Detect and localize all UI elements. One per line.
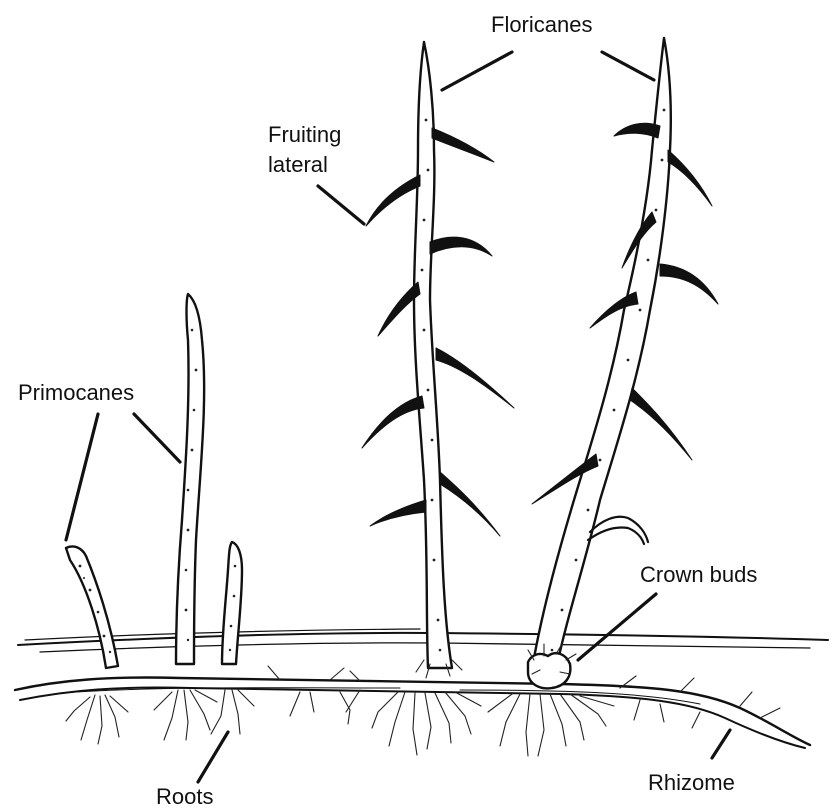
label-fruiting-lateral-line1: Fruiting <box>268 122 341 147</box>
root-system <box>66 666 780 756</box>
label-rhizome: Rhizome <box>648 770 735 795</box>
primocane-2 <box>176 294 204 664</box>
ground-surface <box>18 629 828 652</box>
primocane-3 <box>222 542 242 664</box>
leader-rhizome <box>712 730 730 758</box>
leader-roots <box>198 732 228 782</box>
leader-crown-buds <box>578 594 656 660</box>
rhizome <box>15 678 810 749</box>
leader-floricanes-left <box>442 52 512 90</box>
floricane-2 <box>528 38 718 688</box>
label-floricanes: Floricanes <box>491 12 592 37</box>
floricane-1 <box>362 42 514 678</box>
leader-fruiting-lateral <box>318 186 364 224</box>
label-primocanes: Primocanes <box>18 380 134 405</box>
leader-primocanes-left <box>66 414 98 540</box>
label-roots: Roots <box>156 784 213 808</box>
label-fruiting-lateral-line2: lateral <box>268 152 328 177</box>
leader-floricanes-right <box>602 52 654 80</box>
leader-primocanes-right <box>134 414 180 462</box>
label-crown-buds: Crown buds <box>640 562 757 587</box>
